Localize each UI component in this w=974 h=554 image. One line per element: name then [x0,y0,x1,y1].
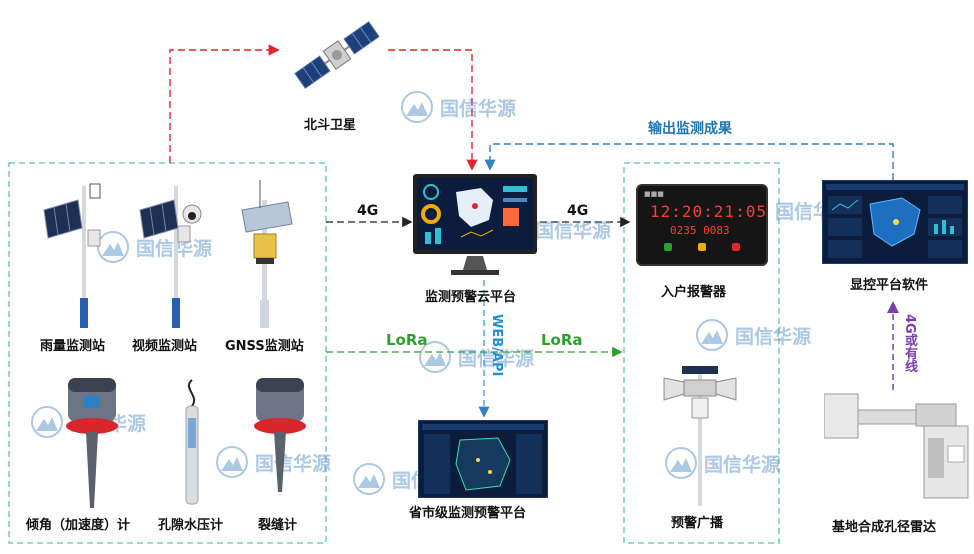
watermark: 国信华源 [664,446,780,480]
watermark: 国信华源 [215,445,331,479]
edge-label-webapi: WEB/API [489,314,504,377]
edge-display-to-cloud-output [484,143,894,180]
logo-icon [665,447,697,479]
radar-label: 基地合成孔径雷达 [832,520,937,535]
video-station-label: 视频监测站 [132,339,198,354]
cloud-platform-monitor [413,174,537,275]
logo-icon [31,406,63,438]
display-label: 显控平台软件 [850,278,929,293]
alarm-label: 入户报警器 [661,285,727,300]
crack-meter-label: 裂缝计 [258,518,298,533]
watermark: 国信华源 [400,90,516,124]
broadcast-speaker-icon [663,366,737,506]
edge-sensor-to-satellite [169,44,280,163]
warning-group-box [623,162,780,544]
cloud-platform-label: 监测预警云平台 [425,290,517,305]
radar-icon [824,393,969,499]
rain-station-label: 雨量监测站 [40,339,106,354]
alarm-time-readout: 12:20:21:05 [650,202,767,221]
broadcast-label: 预警广播 [671,516,724,531]
home-alarm-device: ■■■ 12:20:21:05 0235 0083 [636,184,768,266]
crack-meter-icon [254,378,306,492]
sensor-group-box [8,162,327,544]
logo-icon [696,319,728,351]
logo-icon [419,341,451,373]
logo-icon [216,446,248,478]
output-results-label: 输出监测成果 [648,121,732,137]
edge-label-4g-right: 4G [567,203,589,219]
gnss-station-icon [241,180,293,328]
rain-station-icon [43,183,101,328]
edge-label-lora-right: LoRa [541,331,583,349]
edge-label-lora-left: LoRa [386,331,428,349]
logo-icon [97,231,129,263]
logo-icon [353,463,385,495]
tilt-meter-label: 倾角（加速度）计 [26,518,131,533]
alarm-counter-readout: 0235 0083 [670,224,730,237]
video-station-icon [139,186,202,328]
provincial-platform-screen [418,420,548,498]
gnss-station-label: GNSS监测站 [225,339,304,354]
edge-satellite-to-cloud [388,49,478,171]
satellite-label: 北斗卫星 [304,118,357,133]
edge-label-4g-wired: 4G或有线 [902,314,917,373]
tilt-meter-icon [66,378,118,508]
display-platform-screen [822,180,968,264]
satellite-icon [294,21,380,89]
edge-label-4g-left: 4G [357,203,379,219]
provincial-label: 省市级监测预警平台 [409,506,527,521]
logo-icon [401,91,433,123]
watermark: 国信华源 [695,318,811,352]
pore-pressure-icon [185,379,199,505]
pore-pressure-label: 孔隙水压计 [158,518,224,533]
watermark: 国信华源 [418,340,534,374]
